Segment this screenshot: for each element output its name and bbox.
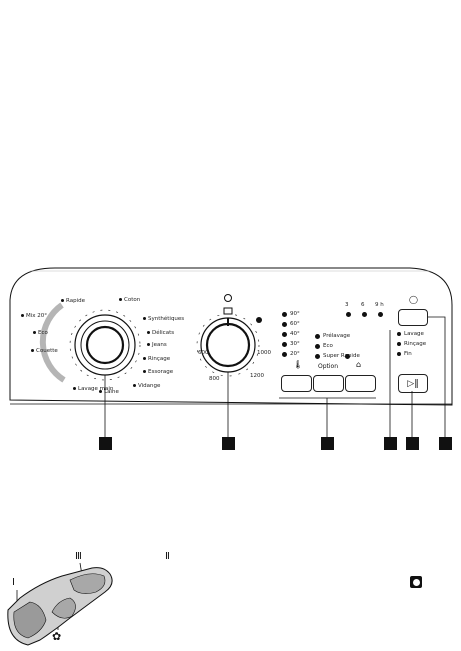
program-tick — [73, 387, 76, 390]
program-label-p13: Rapide — [66, 298, 85, 304]
program-tick — [61, 299, 64, 302]
led — [346, 312, 351, 317]
time-label: 6 — [361, 302, 365, 308]
program-label-p11: Eco — [38, 330, 48, 336]
program-tick — [21, 314, 24, 317]
led — [315, 354, 320, 359]
callout-4 — [384, 437, 397, 450]
status-label: Fin — [404, 351, 412, 357]
thermometer-icon: 🌡 — [293, 360, 304, 369]
program-label-p07: Vidange — [138, 383, 161, 389]
option-label: Option — [318, 363, 339, 370]
led-label: Prélavage — [323, 333, 351, 339]
callout-5 — [406, 437, 419, 450]
legend-symbol: Ⅱ — [165, 551, 170, 562]
program-label-p01: Coton — [124, 297, 141, 303]
program-label-p12: Mix 20° — [26, 313, 48, 319]
led — [282, 352, 287, 357]
led-label: 30° — [290, 341, 300, 347]
status-label: Lavage — [404, 331, 424, 337]
program-tick — [143, 370, 146, 373]
program-label-p08: Laine — [104, 389, 119, 395]
program-label-p06: Essorage — [148, 369, 174, 375]
program-label-p03: Délicats — [152, 330, 175, 336]
iron-icon: ⌂ — [356, 360, 362, 369]
start-pause-button[interactable]: ▷‖ — [398, 374, 428, 393]
program-tick — [33, 331, 36, 334]
program-tick — [147, 343, 150, 346]
button-bracket — [279, 397, 376, 399]
prewash-symbol: Ⅰ — [12, 577, 15, 588]
led — [282, 332, 287, 337]
led-label: 90° — [290, 311, 300, 317]
program-tick — [133, 384, 136, 387]
program-tick — [31, 349, 34, 352]
callout-2 — [222, 437, 235, 450]
spin-label: 1200 — [250, 373, 264, 379]
led — [397, 332, 401, 336]
led — [282, 342, 287, 347]
led — [282, 322, 287, 327]
start-pause-icon: ▷‖ — [407, 378, 419, 389]
led — [378, 312, 383, 317]
delay-button[interactable] — [345, 375, 376, 392]
led-label: 60° — [290, 321, 300, 327]
program-tick — [147, 331, 150, 334]
led-label: Eco — [323, 343, 333, 349]
program-dial-graphic — [39, 302, 141, 383]
led-label: Super Rapide — [323, 353, 360, 359]
program-label-p04: Jeans — [152, 342, 167, 348]
spin-label: 800 — [209, 376, 220, 382]
temperature-button[interactable] — [281, 375, 312, 392]
led — [362, 312, 367, 317]
status-label: Rinçage — [404, 341, 427, 347]
softener-symbol: ✿ — [52, 630, 62, 643]
led-label: 40° — [290, 331, 300, 337]
on-off-button[interactable] — [398, 309, 428, 326]
spin-dial-graphic — [196, 294, 262, 377]
main-wash-symbol: Ⅲ — [75, 551, 82, 562]
program-label-p09: Lavage main — [78, 386, 114, 392]
program-label-p05: Rinçage — [148, 356, 171, 362]
callout-leaders — [104, 316, 446, 437]
callout-1 — [99, 437, 112, 450]
led — [282, 312, 287, 317]
circle-symbol-icon — [410, 576, 422, 588]
led-label: 20° — [290, 351, 300, 357]
program-tick — [99, 390, 102, 393]
led — [397, 352, 401, 356]
led — [397, 342, 401, 346]
program-tick — [143, 357, 146, 360]
program-tick — [143, 317, 146, 320]
led — [345, 354, 350, 359]
power-icon: ◯ — [409, 295, 418, 304]
spin-label: 1000 — [257, 350, 271, 356]
program-label-p10: Couette — [36, 348, 58, 354]
time-label: 9 h — [375, 302, 384, 308]
led — [315, 344, 320, 349]
program-label-p02: Synthétiques — [148, 316, 185, 322]
callout-6 — [439, 437, 452, 450]
program-tick — [119, 298, 122, 301]
callout-3 — [321, 437, 334, 450]
led — [315, 334, 320, 339]
option-button[interactable] — [313, 375, 344, 392]
time-label: 3 — [345, 302, 349, 308]
spin-label: 600 — [198, 350, 209, 356]
